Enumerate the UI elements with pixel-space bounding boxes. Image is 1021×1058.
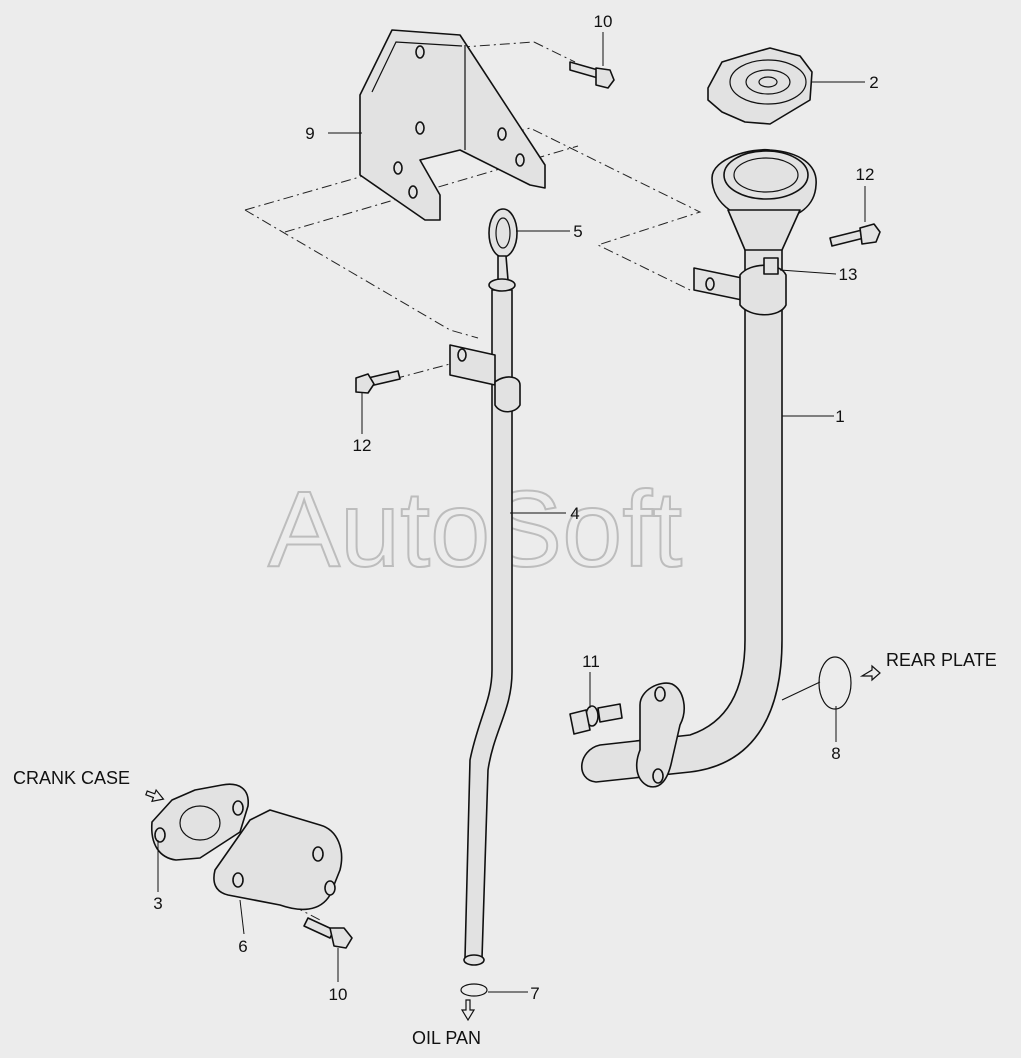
callout-3: 3: [153, 894, 162, 913]
callout-1: 1: [835, 407, 844, 426]
cap-part-2: [707, 47, 813, 125]
dipstick-tube-part-4: [449, 278, 521, 966]
oring-part-7: [460, 983, 488, 997]
callout-10-bottom: 10: [329, 985, 348, 1004]
bolt-part-11: [569, 703, 623, 735]
arrow-icon-rear-plate: [859, 664, 881, 682]
bolt-part-12-left: [355, 370, 401, 394]
label-oil-pan: OIL PAN: [412, 1028, 481, 1048]
callout-4: 4: [570, 504, 579, 523]
callout-11: 11: [582, 652, 600, 671]
bolt-part-10-top: [569, 61, 615, 89]
direction-arrows: [145, 664, 881, 1022]
callout-13: 13: [839, 265, 858, 284]
bolt-part-12-right: [829, 223, 881, 247]
oring-part-8: [818, 656, 852, 710]
callout-12-left: 12: [353, 436, 372, 455]
gasket-part-3: [151, 783, 249, 861]
direction-labels: REAR PLATE CRANK CASE OIL PAN: [13, 650, 997, 1048]
cover-plate-part-6: [213, 809, 343, 911]
arrow-icon-crank-case: [145, 788, 165, 803]
callout-5: 5: [573, 222, 582, 241]
callout-10-top: 10: [594, 12, 613, 31]
watermark: AutoSoft: [268, 468, 682, 589]
dipstick-handle-part-5: [488, 208, 518, 281]
callout-2: 2: [869, 73, 878, 92]
callout-9: 9: [305, 124, 314, 143]
label-rear-plate: REAR PLATE: [886, 650, 997, 670]
clip-part-13: [763, 257, 779, 275]
arrow-icon-oil-pan: [460, 999, 476, 1022]
callout-labels: 10 2 9 12 5 13 12 1 4 11 8 3 6 10 7: [153, 12, 878, 1004]
callout-6: 6: [238, 937, 247, 956]
tube-flange: [635, 682, 685, 788]
bolt-part-10-bottom: [303, 917, 353, 949]
callout-12-right: 12: [856, 165, 875, 184]
filler-tube-part-1: [580, 148, 817, 783]
callout-7: 7: [530, 984, 539, 1003]
leader-lines: [157, 32, 866, 993]
bracket-part-9: [359, 29, 546, 221]
callout-8: 8: [831, 744, 840, 763]
label-crank-case: CRANK CASE: [13, 768, 130, 788]
